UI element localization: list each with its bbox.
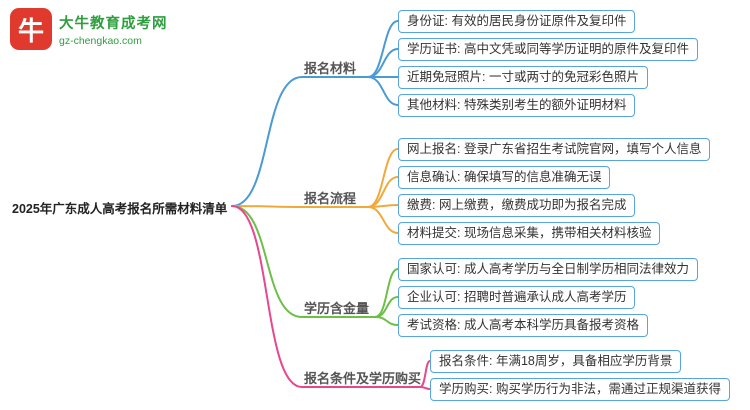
branch-label-conditions-and-purchase: 报名条件及学历购买 [304,371,422,386]
link-root-to-branch-value [231,205,376,318]
link-process-leaf4 [367,206,399,234]
bull-glyph: 牛 [17,15,44,46]
link-conditions-leaf2 [419,386,431,390]
branch-label-degree-value: 学历含金量 [304,301,370,316]
link-value-leaf2 [374,296,399,318]
link-materials-leaf4 [367,76,399,106]
site-domain: gz-chengkao.com [59,34,142,47]
leaf-exam-qualification: 考试资格: 成人高考本科学历具备报考资格 [398,314,648,337]
branch-label-registration-materials: 报名材料 [304,61,357,76]
link-conditions-leaf1 [419,360,431,388]
link-value-leaf1 [374,268,399,318]
leaf-enterprise-recognition: 企业认可: 招聘时普遍承认成人高考学历 [398,286,636,309]
link-root-to-branch-materials [231,76,369,207]
link-value-leaf3 [374,316,399,326]
leaf-id-card: 身份证: 有效的居民身份证原件及复印件 [398,10,636,33]
site-name: 大牛教育成考网 [59,15,168,32]
leaf-photo: 近期免冠照片: 一寸或两寸的免冠彩色照片 [398,66,648,89]
leaf-diploma-purchase: 学历购买: 购买学历行为非法，需通过正规渠道获得 [430,378,730,401]
leaf-national-recognition: 国家认可: 成人高考学历与全日制学历相同法律效力 [398,258,698,281]
leaf-online-registration: 网上报名: 登录广东省招生考试院官网，填写个人信息 [398,138,711,161]
logo-text: 大牛教育成考网 gz-chengkao.com [59,12,168,47]
root-node: 2025年广东成人高考报名所需材料清单 [12,202,228,216]
link-root-to-branch-conditions [231,205,421,388]
leaf-material-submit: 材料提交: 现场信息采集，携带相关材料核验 [398,222,661,245]
leaf-info-confirm: 信息确认: 确保填写的信息准确无误 [398,166,611,189]
leaf-payment: 缴费: 网上缴费，缴费成功即为报名完成 [398,194,636,217]
leaf-diploma: 学历证书: 高中文凭或同等学历证明的原件及复印件 [398,38,698,61]
bull-logo-icon: 牛 [10,8,52,50]
link-root-to-branch-process [231,205,369,208]
site-logo: 牛 大牛教育成考网 gz-chengkao.com [10,8,168,50]
leaf-registration-conditions: 报名条件: 年满18周岁，具备相应学历背景 [430,350,682,373]
leaf-other-materials: 其他材料: 特殊类别考生的额外证明材料 [398,94,636,117]
branch-label-registration-process: 报名流程 [304,191,357,206]
